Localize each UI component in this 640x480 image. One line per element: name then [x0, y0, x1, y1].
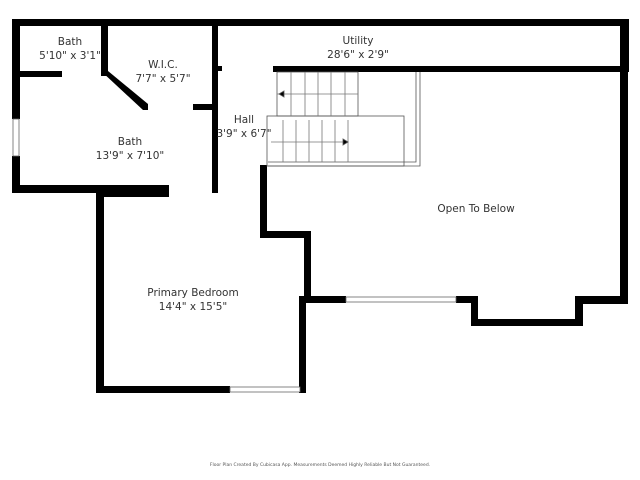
room-name: Bath [57, 36, 83, 48]
room-name: Hall [233, 114, 255, 126]
room-dimensions: 13'9" x 7'10" [95, 150, 165, 162]
room-name: Open To Below [437, 203, 515, 215]
room-name: W.I.C. [148, 59, 178, 71]
room-dimensions: 14'4" x 15'5" [158, 301, 228, 313]
room-label-bath-small: Bath 5'10" x 3'1" [39, 35, 101, 63]
stair-arrow-icon [278, 90, 285, 98]
room-dimensions: 5'10" x 3'1" [39, 50, 101, 62]
staircase [266, 71, 421, 167]
room-dimensions: 3'9" x 6'7" [216, 128, 272, 140]
room-name: Primary Bedroom [147, 287, 239, 299]
room-label-open-to-below: Open To Below [437, 202, 514, 216]
room-dimensions: 28'6" x 2'9" [327, 49, 389, 61]
room-dimensions: 7'7" x 5'7" [135, 73, 191, 85]
room-label-primary-bedroom: Primary Bedroom 14'4" x 15'5" [147, 286, 238, 314]
room-label-bath-main: Bath 13'9" x 7'10" [96, 135, 164, 163]
room-label-wic: W.I.C. 7'7" x 5'7" [135, 58, 190, 86]
room-label-hall: Hall 3'9" x 6'7" [216, 113, 271, 141]
stair-arrow-icon [342, 138, 349, 146]
walls [12, 19, 629, 393]
room-name: Utility [342, 35, 374, 47]
footer-disclaimer: Floor Plan Created By Cubicasa App. Meas… [209, 463, 431, 468]
room-label-utility: Utility 28'6" x 2'9" [327, 34, 389, 62]
room-name: Bath [117, 136, 143, 148]
windows [12, 118, 457, 393]
